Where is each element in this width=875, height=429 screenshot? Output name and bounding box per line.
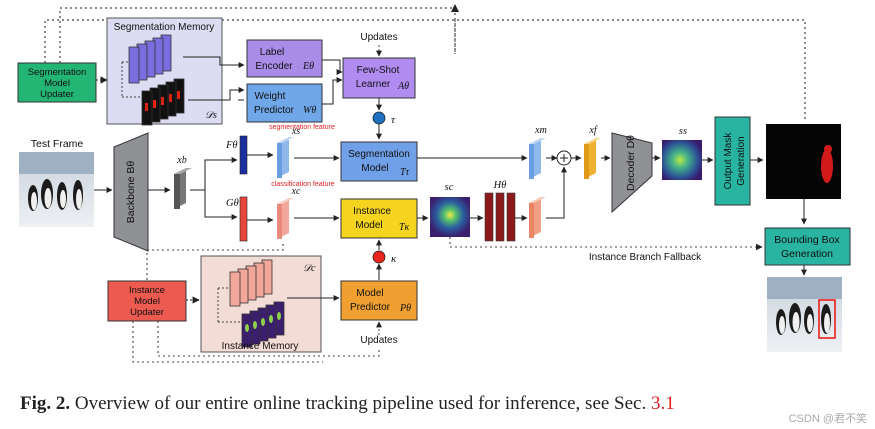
test-frame-label: Test Frame <box>31 138 84 150</box>
xc-label: xc <box>291 186 301 197</box>
bottom-loop-a <box>146 241 284 280</box>
seg-model-line1: Segmentation <box>348 149 410 160</box>
fallback-path <box>449 237 763 251</box>
xb-feature-cube <box>174 168 192 209</box>
weight-predictor-symbol: Wθ <box>303 105 316 116</box>
tau-label: τ <box>391 114 396 126</box>
fallback-label: Instance Branch Fallback <box>589 252 702 263</box>
seg-memory-mask-stack <box>141 78 185 126</box>
seg-model-symbol: Tτ <box>400 167 410 178</box>
xm-segmentation-cube <box>529 138 546 179</box>
instance-memory-title: Instance Memory <box>222 341 299 352</box>
inst-memory-feature-stack <box>229 259 273 307</box>
inst-updater-line2: Model <box>134 296 160 307</box>
seg-updater-line1: Segmentation <box>28 67 87 78</box>
xs-feature-cube <box>277 137 294 178</box>
label-encoder-box <box>246 39 323 78</box>
label-encoder-symbol: Eθ <box>302 61 314 72</box>
caption-fig-label: Fig. 2. <box>20 393 71 414</box>
segmentation-feature-note: segmentation feature <box>269 124 335 131</box>
segmentation-memory-title: Segmentation Memory <box>114 22 215 33</box>
xf-feature-cube <box>584 138 601 179</box>
xf-label: xf <box>588 125 597 136</box>
seg-memory-feature-stack <box>128 34 172 84</box>
bottom-loop-c <box>157 321 380 357</box>
ds-symbol: 𝒟s <box>205 110 217 121</box>
model-pred-line2: Predictor <box>350 302 391 313</box>
few-shot-line2: Learner <box>356 79 391 90</box>
xm-label: xm <box>534 125 547 136</box>
test-frame-image <box>19 152 94 227</box>
inst-model-line2: Model <box>355 220 382 231</box>
kappa-node <box>372 250 386 264</box>
ss-heatmap <box>662 140 702 180</box>
bounding-box-overlay <box>818 299 836 339</box>
result-frame-image <box>767 277 842 352</box>
weight-predictor-line1: Weight <box>255 91 286 102</box>
inst-model-symbol: Tκ <box>399 222 410 233</box>
penguin-mask <box>821 149 833 183</box>
output-mask-line2: Generation <box>736 136 747 185</box>
sc-heatmap <box>430 197 470 237</box>
few-shot-learner-box <box>342 57 416 99</box>
few-shot-symbol: Aθ <box>397 81 409 92</box>
weight-predictor-line2: Predictor <box>254 105 295 116</box>
g-theta-label: Gθ <box>226 198 239 209</box>
inst-model-line1: Instance <box>353 206 391 217</box>
dc-symbol: 𝒟c <box>303 263 316 274</box>
segmentation-model-updater-box <box>17 62 97 103</box>
backbone-trapezoid <box>113 132 149 252</box>
decoder-trapezoid <box>611 132 653 214</box>
decoder-label: Decoder Dθ <box>625 135 637 191</box>
few-shot-line1: Few-Shot <box>357 65 400 76</box>
g-theta-bar <box>239 196 248 242</box>
model-predictor-box <box>340 280 418 321</box>
model-pred-symbol: Pθ <box>399 303 411 314</box>
output-mask-generation-box <box>714 116 751 206</box>
inst-updater-line1: Instance <box>129 285 165 296</box>
caption-text: Overview of our entire online tracking p… <box>70 393 651 414</box>
seg-model-line2: Model <box>361 163 388 174</box>
classification-feature-note: classification feature <box>271 181 335 188</box>
updates-top-label: Updates <box>360 32 397 43</box>
xb-label: xb <box>176 155 186 166</box>
h-theta-blocks <box>484 192 516 242</box>
backbone-label: Backbone Bθ <box>125 161 137 224</box>
bbox-line1: Bounding Box <box>774 234 840 246</box>
bbox-line2: Generation <box>781 248 833 260</box>
label-encoder-line1: Label <box>260 47 284 58</box>
xm-instance-cube <box>529 197 546 238</box>
bounding-box-generation-box <box>764 227 851 266</box>
sc-label: sc <box>445 182 454 193</box>
seg-updater-line3: Updater <box>40 89 74 100</box>
tau-node <box>372 111 386 125</box>
updates-bottom-label: Updates <box>360 335 397 346</box>
label-encoder-line2: Encoder <box>255 61 293 72</box>
model-pred-line1: Model <box>356 288 383 299</box>
xs-label: xs <box>291 126 300 137</box>
ss-label: ss <box>679 126 687 137</box>
segmentation-model-box <box>340 141 418 182</box>
output-mask-line1: Output Mask <box>723 132 734 190</box>
seg-updater-line2: Model <box>44 78 70 89</box>
caption-ref[interactable]: 3.1 <box>651 393 675 414</box>
inst-updater-line3: Updater <box>130 307 164 318</box>
instance-model-updater-box <box>107 280 187 322</box>
top-feedback-loop <box>44 19 806 122</box>
instance-model-box <box>340 198 418 239</box>
watermark: CSDN @君不笑 <box>788 413 867 425</box>
kappa-label: κ <box>391 253 397 265</box>
h-theta-label: Hθ <box>493 180 507 191</box>
xc-feature-cube <box>277 198 294 239</box>
inst-memory-heatmap-stack <box>241 301 285 348</box>
figure-caption: Fig. 2. Overview of our entire online tr… <box>20 393 870 423</box>
weight-predictor-box <box>246 83 323 123</box>
bottom-loop-b <box>132 321 323 363</box>
f-theta-bar <box>239 135 248 175</box>
f-theta-label: Fθ <box>225 140 238 151</box>
